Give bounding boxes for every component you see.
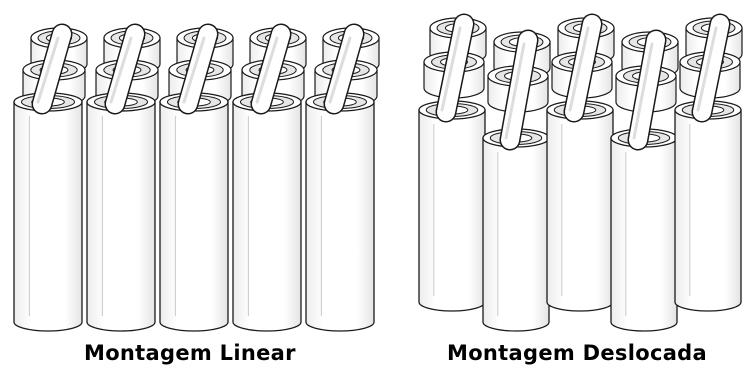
linear-pack: [14, 28, 379, 331]
front-cell: [14, 93, 82, 331]
front-cell: [611, 129, 677, 331]
front-cell: [160, 93, 228, 331]
linear-caption: Montagem Linear: [84, 341, 296, 365]
offset-pack: [419, 18, 742, 331]
front-cell: [483, 129, 549, 331]
front-cell: [87, 93, 155, 331]
offset-caption: Montagem Deslocada: [447, 341, 707, 365]
front-cell: [675, 101, 741, 311]
front-cell: [306, 93, 374, 331]
front-cell: [233, 93, 301, 331]
front-cell: [547, 101, 613, 311]
front-cell: [419, 101, 485, 311]
